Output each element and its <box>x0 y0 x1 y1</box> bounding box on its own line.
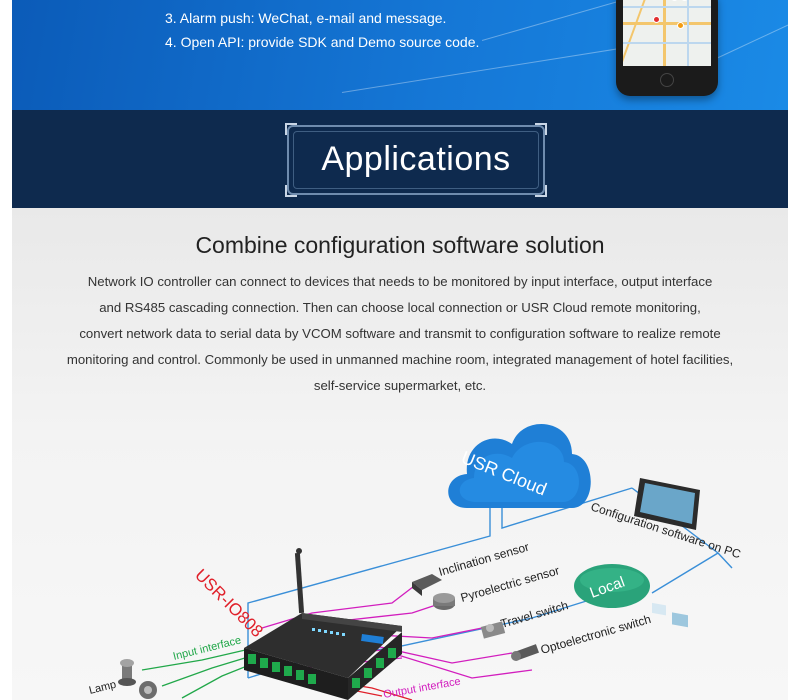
feature-banner: 3. Alarm push: WeChat, e-mail and messag… <box>12 0 788 110</box>
lamp-label: Lamp <box>88 679 118 697</box>
inclination-sensor-icon <box>412 574 442 596</box>
local-connection-icon: Local <box>574 564 650 608</box>
feature-list: 3. Alarm push: WeChat, e-mail and messag… <box>165 6 479 54</box>
description-line: and RS485 cascading connection. Then can… <box>99 300 701 315</box>
phone-map-image <box>616 0 718 96</box>
solution-description: Network IO controller can connect to dev… <box>42 269 758 399</box>
usr-cloud-icon: USR Cloud <box>448 423 591 508</box>
feature-item-alarm-push: 3. Alarm push: WeChat, e-mail and messag… <box>165 10 447 26</box>
section-title: Applications <box>321 140 511 178</box>
map-pin-icon <box>653 16 660 23</box>
solution-title: Combine configuration software solution <box>195 232 605 258</box>
device-model-label: USR-IO808 <box>191 565 267 641</box>
map-pin-icon <box>671 0 678 1</box>
description-line: Network IO controller can connect to dev… <box>87 274 713 289</box>
travel-switch-icon <box>480 621 506 639</box>
sensor-label: Travel switch <box>499 598 570 631</box>
phone-screen-map <box>623 0 711 66</box>
section-header-band: Applications <box>12 110 788 208</box>
sensor-label: Pyroelectric sensor <box>459 563 561 605</box>
optoelectronic-switch-icon <box>511 644 539 661</box>
phone-home-button-icon <box>660 73 674 87</box>
pyroelectric-sensor-icon <box>433 593 455 610</box>
map-pin-icon <box>677 22 684 29</box>
sensor-label: Inclination sensor <box>437 540 531 579</box>
input-device-icon <box>139 681 157 699</box>
sensor-label: Optoelectronic switch <box>539 612 652 657</box>
description-line: self-service supermarket, etc. <box>313 378 487 393</box>
description-line: monitoring and control. Commonly be used… <box>66 352 734 367</box>
network-diagram: USR Cloud Configuration software on PC L… <box>88 423 743 700</box>
pc-monitor-icon <box>634 478 700 628</box>
output-interface-label: Output interface <box>382 676 461 700</box>
applications-content: Combine configuration software solution … <box>12 208 788 700</box>
feature-item-open-api: 4. Open API: provide SDK and Demo source… <box>165 34 480 50</box>
section-title-frame: Applications <box>285 123 547 197</box>
lamp-icon <box>118 659 136 686</box>
description-line: convert network data to serial data by V… <box>79 326 721 341</box>
usr-io808-device <box>244 548 402 700</box>
